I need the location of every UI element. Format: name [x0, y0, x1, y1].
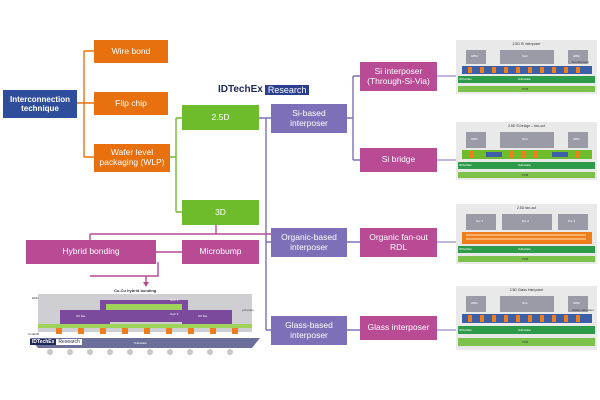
label-die-1: Die 1: [476, 219, 484, 223]
label-si-interposer: Si interposer: [572, 60, 589, 64]
panel-organic-fanout: 2.5D fan-out Die 1 Die 2 Die 3 Substrate…: [456, 204, 597, 264]
panel-title: 2.5D Glass interposer: [509, 288, 544, 292]
panel-brand: IDTechEx: [459, 328, 472, 332]
brand-suffix: Research: [264, 84, 310, 95]
panel-si-interposer: 2.5D Si interposer HBM SoC HBM Si interp…: [456, 40, 597, 94]
label-cucu-hybrid-bonding: Cu-Cu hybrid bonding: [114, 288, 157, 293]
node-microbump: Microbump: [182, 240, 259, 264]
label-substrate: Substrate: [518, 247, 531, 251]
panel-title: 2.5D Si bridge – fan-out: [508, 124, 545, 128]
panel-glass-interposer: 2.5D Glass interposer HBM SoC HBM Glass …: [456, 286, 597, 350]
label-pcb: PCB: [522, 87, 529, 91]
glass-interposer-cross-section: [458, 296, 595, 346]
panel-title: 2.5D Si interposer: [512, 42, 541, 46]
label-emc: EMC: [32, 296, 39, 300]
label-die-3: Die 3: [568, 219, 576, 223]
label-hbm-left: HBM: [471, 137, 478, 141]
panel-brand: IDTechEx: [459, 163, 472, 167]
node-interconnection-technique: Interconnection technique: [3, 90, 77, 118]
node-wafer-level-packaging: Wafer level packaging (WLP): [94, 144, 170, 172]
label-die-2: Die 2: [522, 219, 530, 223]
node-si-bridge: Si bridge: [360, 148, 437, 172]
si-bridge-cross-section: [458, 132, 595, 178]
node-glass-based-interposer: Glass-based interposer: [271, 316, 347, 345]
panel-brand: IDTechEx: [459, 77, 472, 81]
node-hybrid-bonding: Hybrid bonding: [26, 240, 156, 264]
panel-brand: IDTechEx: [459, 247, 472, 251]
node-3d: 3D: [182, 200, 259, 225]
label-substrate: Substrate: [518, 77, 531, 81]
node-si-based-interposer: Si-based interposer: [271, 104, 347, 133]
label-hbm-left: HBM: [471, 301, 478, 305]
label-soc2: SoC 2: [170, 312, 179, 316]
label-io-die-right: I/O Die: [198, 314, 208, 318]
node-organic-fanout-rdl: Organic fan-out RDL: [360, 228, 437, 257]
label-substrate: Substrate: [134, 341, 147, 345]
label-hbm-left: HBM: [471, 54, 478, 58]
label-soc: SoC: [522, 137, 528, 141]
label-pcb: PCB: [522, 257, 529, 261]
label-hbm-right: HBM: [573, 137, 580, 141]
node-wire-bond: Wire bond: [94, 40, 168, 63]
node-organic-based-interposer: Organic-based interposer: [271, 228, 347, 257]
label-hbm-right: HBM: [573, 54, 580, 58]
label-bumps: μ bumps: [242, 308, 254, 312]
node-2-5d: 2.5D: [182, 105, 259, 130]
label-soc: SoC: [522, 301, 528, 305]
brand-name: IDTechEx: [218, 84, 263, 95]
detail-brand-name: IDTechEx: [30, 339, 57, 345]
label-glass-interposer: Glass interposer: [572, 308, 594, 312]
hybrid-bonding-cross-section: [30, 294, 260, 355]
label-soc1: SoC 1: [170, 298, 179, 302]
label-pcb: PCB: [522, 173, 529, 177]
node-si-interposer: Si interposer (Through-Si-Via): [360, 62, 437, 91]
detail-brand: IDTechEx Research: [30, 339, 82, 345]
label-pcb: PCB: [522, 340, 529, 344]
label-hbm-right: HBM: [573, 301, 580, 305]
si-interposer-cross-section: [458, 50, 595, 92]
fanout-cross-section: [458, 214, 595, 262]
brand-logo: IDTechEx Research: [218, 84, 310, 95]
panel-title: 2.5D fan-out: [516, 206, 537, 210]
label-underfill: Underfill: [28, 332, 40, 336]
node-glass-interposer: Glass interposer: [360, 316, 437, 340]
panel-si-bridge: 2.5D Si bridge – fan-out HBM SoC HBM Sub…: [456, 122, 597, 180]
label-io-die-left: I/O Die: [76, 314, 86, 318]
label-soc: SoC: [522, 54, 528, 58]
detail-brand-suffix: Research: [56, 339, 82, 345]
hybrid-bonding-illustration: Cu-Cu hybrid bonding SoC 1 SoC 2 I/O Die…: [28, 288, 262, 360]
label-substrate: Substrate: [518, 328, 531, 332]
node-flip-chip: Flip chip: [94, 92, 168, 115]
label-substrate: Substrate: [518, 163, 531, 167]
